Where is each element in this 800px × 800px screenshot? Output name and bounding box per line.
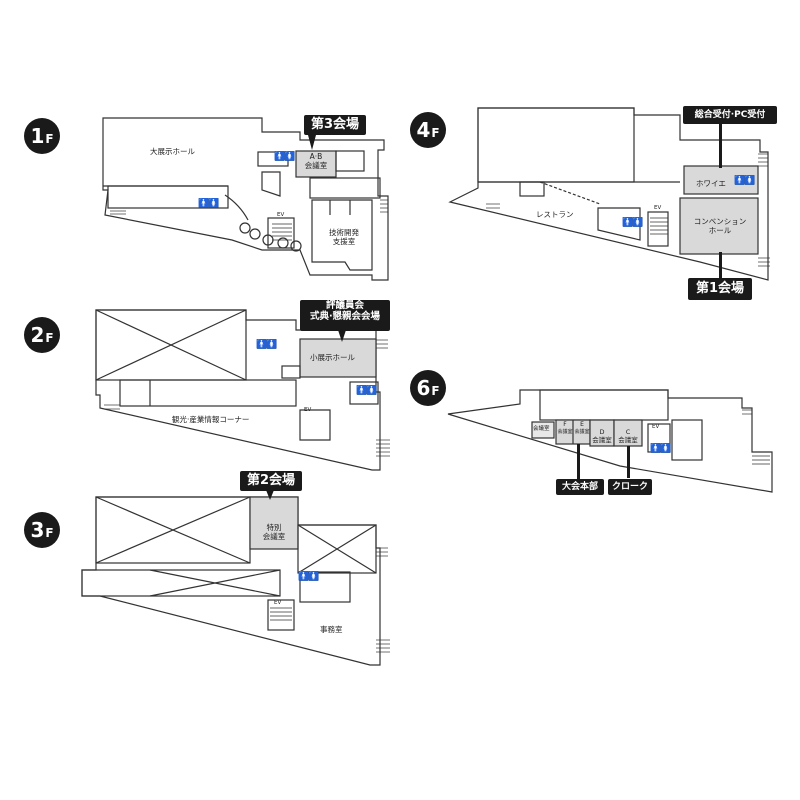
c-room-highlight: [613, 419, 643, 447]
floor-3-plan: [81, 496, 390, 666]
floor-4-plan: [448, 107, 770, 281]
small-exhibition-hall-label: 小展示ホール: [310, 353, 355, 362]
room-c-label: C 会議室: [618, 428, 638, 445]
ceremony-callout: 評議員会 式典·懇親会会場: [300, 300, 390, 331]
ab-room-label: A·B 会議室: [304, 152, 328, 171]
restroom-icon: 🚹🚺: [298, 572, 319, 582]
exhibition-hall-label: 大展示ホール: [150, 147, 195, 156]
callout-pointers: [266, 124, 722, 500]
venue-1-callout: 第1会場: [688, 278, 752, 300]
room-e-label: E 会議室: [574, 421, 590, 435]
elevator-label: EV: [274, 600, 282, 606]
restroom-icon: 🚹🚺: [622, 218, 643, 228]
restroom-icon: 🚹🚺: [274, 152, 295, 162]
office-label: 事務室: [320, 625, 343, 634]
elevator-label: EV: [277, 212, 285, 218]
convention-hall-label: コンベンション ホール: [693, 217, 747, 236]
elevator-label: EV: [652, 424, 660, 430]
restroom-icon: 🚹🚺: [650, 444, 671, 454]
foyer-label: ホワイエ: [696, 179, 726, 188]
restroom-icon: 🚹🚺: [256, 340, 277, 350]
restroom-icon: 🚹🚺: [734, 176, 755, 186]
restroom-icon: 🚹🚺: [356, 386, 377, 396]
tech-support-room-label: 技術開発 支援室: [329, 228, 359, 247]
tourism-corner-label: 観光·産業情報コーナー: [172, 415, 250, 424]
small-meeting-room-label: 会議室: [533, 426, 550, 432]
ab-room-highlight: [295, 150, 337, 178]
convention-hall-highlight: [679, 197, 759, 255]
small-hall-highlight: [299, 338, 377, 378]
restroom-icon: 🚹🚺: [198, 199, 219, 209]
room-f-label: F 会議室: [557, 421, 573, 435]
special-meeting-room-label: 特別 会議室: [262, 523, 286, 542]
room-d-label: D 会議室: [592, 428, 612, 445]
floor-1-plan: [102, 117, 389, 281]
venue-3-callout: 第3会場: [304, 115, 366, 135]
elevator-label: EV: [654, 205, 662, 211]
hq-callout: 大会本部: [556, 479, 604, 495]
elevator-label: EV: [304, 407, 312, 413]
restaurant-label: レストラン: [536, 210, 574, 219]
foyer-highlight: [683, 165, 759, 195]
floor-6-plan: [447, 389, 773, 493]
venue-2-callout: 第2会場: [240, 471, 302, 491]
special-room-highlight: [249, 496, 299, 550]
reception-callout: 総合受付·PC受付: [683, 106, 777, 124]
floor-2-plan: [95, 309, 390, 471]
cloakroom-callout: クローク: [608, 479, 652, 495]
